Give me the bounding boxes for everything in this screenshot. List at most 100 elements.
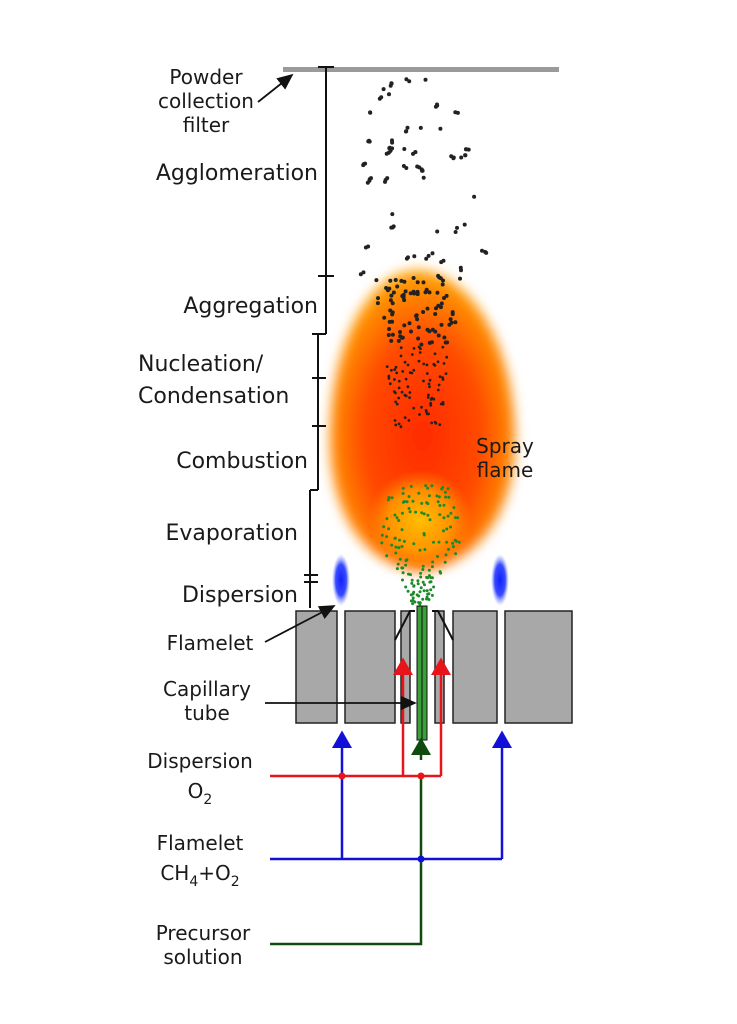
droplet <box>401 500 405 504</box>
droplet <box>407 507 411 510</box>
nucleus-particle <box>425 363 429 367</box>
agglomerate-particle <box>389 224 396 230</box>
nucleus-particle <box>386 333 391 337</box>
agglomerate-particle <box>369 176 373 181</box>
droplet <box>430 576 434 580</box>
nucleus-particle <box>393 368 397 371</box>
label-flamelet: Flamelet <box>167 631 254 655</box>
label-nucleation-line2: Condensation <box>138 384 289 409</box>
droplet <box>385 554 389 558</box>
droplet <box>418 601 422 605</box>
droplet <box>418 590 422 594</box>
droplet <box>426 513 430 517</box>
droplet <box>428 518 432 522</box>
agglomerate-particle <box>480 248 489 255</box>
nucleus-particle <box>436 360 440 364</box>
nucleus-particle <box>403 360 407 364</box>
agglomerated-particles <box>358 77 489 281</box>
nucleus-particle <box>393 419 397 422</box>
nucleus-particle <box>429 401 433 405</box>
droplet <box>442 516 446 520</box>
nucleus-particle <box>417 359 421 363</box>
nucleus-particle <box>412 406 416 410</box>
droplet <box>419 586 423 590</box>
nucleus-particle <box>396 338 401 343</box>
droplet <box>451 541 455 545</box>
droplet <box>400 511 404 515</box>
nucleus-particle <box>401 370 405 373</box>
nucleus-particle <box>390 312 395 317</box>
nucleus-particle <box>432 362 436 366</box>
droplet <box>442 503 446 507</box>
droplet <box>426 486 430 490</box>
nucleus-particle <box>421 280 426 285</box>
droplet <box>424 484 428 488</box>
droplet <box>431 560 435 564</box>
agglomerate-particle <box>433 102 440 109</box>
nucleus-particle <box>394 423 398 427</box>
nucleus-particle <box>415 280 420 285</box>
droplet <box>426 502 430 506</box>
agglomerate-particle <box>453 110 460 115</box>
agglomerate-particle <box>435 229 440 234</box>
nucleus-particle <box>397 396 401 400</box>
droplet <box>400 566 404 570</box>
droplet <box>451 545 455 549</box>
nucleus-particle <box>400 390 404 394</box>
droplet <box>444 495 448 499</box>
droplet <box>445 540 449 544</box>
label-aggregation: Aggregation <box>183 294 318 319</box>
nucleus-particle <box>399 335 404 340</box>
droplet <box>398 538 401 542</box>
droplet <box>387 496 391 499</box>
nucleus-particle <box>406 385 410 389</box>
powder-collection-filter <box>283 67 559 72</box>
droplet <box>410 581 414 585</box>
agglomerate-particle <box>458 265 463 273</box>
nucleus-particle <box>375 301 380 306</box>
label-dispersion: Dispersion <box>182 583 298 608</box>
nucleus-particle <box>416 325 421 330</box>
label-powder-line2: collection <box>158 89 254 113</box>
droplet <box>432 540 435 544</box>
nucleus-particle <box>415 317 420 322</box>
nucleus-particle <box>444 372 448 375</box>
label-evaporation: Evaporation <box>166 521 299 546</box>
label-capillary-line2: tube <box>184 701 230 725</box>
nucleus-particle <box>448 317 453 322</box>
droplet <box>438 570 442 574</box>
nucleus-particle <box>426 396 430 399</box>
droplet <box>419 571 423 575</box>
droplet <box>441 485 445 489</box>
droplet <box>430 565 434 569</box>
nucleus-particle <box>445 355 449 359</box>
label-powder-line1: Powder <box>169 65 243 89</box>
droplet <box>380 541 384 545</box>
filter-pointer-arrow <box>257 73 294 103</box>
agglomerate-particle <box>402 147 407 151</box>
flamelet-right <box>491 554 509 606</box>
droplet <box>407 572 410 576</box>
nucleus-particle <box>395 402 399 406</box>
nucleus-particle <box>419 342 424 347</box>
droplet <box>390 543 394 547</box>
precursor-droplets <box>380 484 461 606</box>
nucleus-particle <box>391 290 396 295</box>
droplet <box>421 568 425 571</box>
droplet <box>421 564 425 568</box>
droplet <box>425 589 429 593</box>
droplet <box>400 545 404 548</box>
droplet <box>397 519 401 522</box>
nucleus-particle <box>397 422 401 426</box>
agglomerate-particle <box>423 77 428 82</box>
droplet <box>426 576 430 580</box>
nucleus-particle <box>408 396 411 399</box>
nucleus-particle <box>402 279 407 284</box>
droplet <box>457 540 461 544</box>
nucleus-particle <box>407 419 411 422</box>
nucleus-particle <box>418 413 421 416</box>
nucleus-particle <box>427 412 430 416</box>
droplet <box>456 516 460 520</box>
droplet <box>443 490 447 494</box>
droplet <box>426 592 430 596</box>
